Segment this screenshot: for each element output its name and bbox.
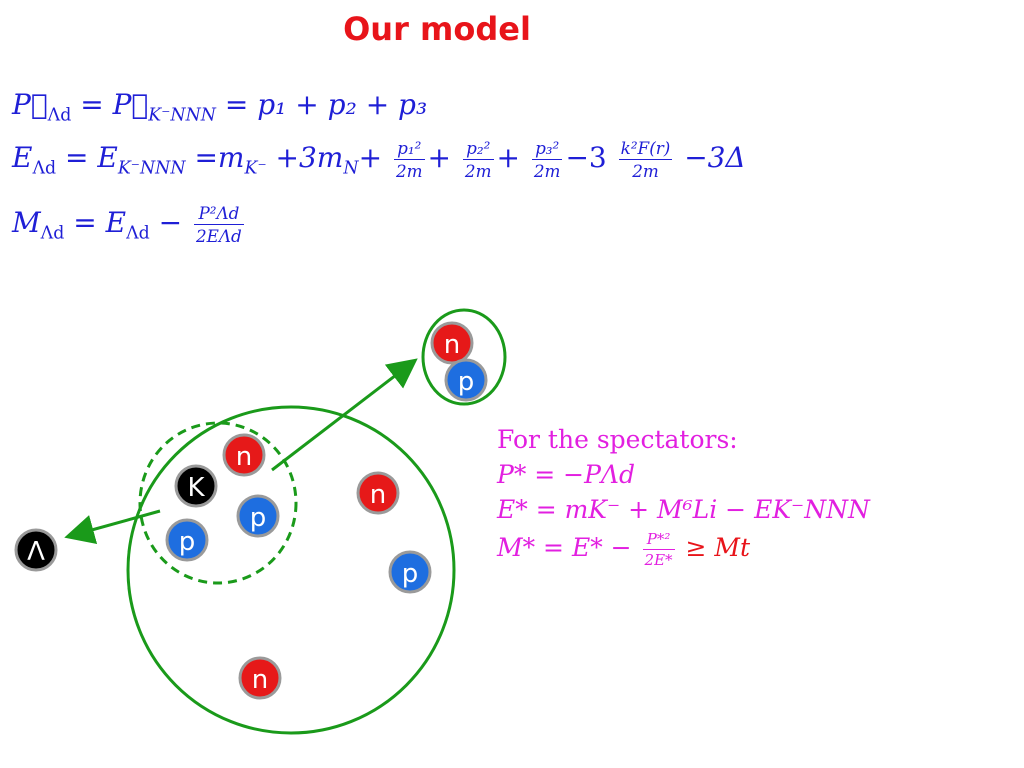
spectators-line-1: P* = −PΛd <box>497 460 635 489</box>
slide-title: Our model <box>343 10 531 48</box>
proton-1: p <box>236 494 280 538</box>
energy-frac-fermi: k²F(r)2m <box>618 138 673 181</box>
lambda-arrow <box>64 509 161 545</box>
escaping-neutron: n <box>430 321 474 365</box>
svg-text:K: K <box>187 473 205 503</box>
momentum-lhs: P⃗Λd <box>12 88 72 126</box>
spectators-heading: For the spectators: <box>497 425 738 454</box>
svg-text:n: n <box>252 665 268 695</box>
svg-text:p: p <box>179 527 196 557</box>
spectator-equations: For the spectators: P* = −PΛd E* = mK⁻ +… <box>497 425 870 569</box>
svg-text:n: n <box>444 330 460 360</box>
spectators-line-2: E* = mK⁻ + M⁶Li − EK⁻NNN <box>497 495 870 524</box>
escaping-proton: p <box>444 358 488 402</box>
svg-text:p: p <box>250 503 267 533</box>
nucleus-circle <box>126 405 456 735</box>
svg-text:n: n <box>236 442 252 472</box>
svg-text:n: n <box>370 480 386 510</box>
svg-text:p: p <box>458 367 475 397</box>
lambda-particle: Λ <box>14 528 58 572</box>
cluster-ellipse <box>138 421 298 585</box>
nucleus-diagram: n K p p n p n n p Λ <box>14 308 507 735</box>
neutron-3: n <box>238 656 282 700</box>
deuteron-arrow <box>271 358 418 472</box>
svg-text:Λ: Λ <box>27 537 45 567</box>
kaon: K <box>174 464 218 508</box>
neutron-1: n <box>222 433 266 477</box>
neutron-2: n <box>356 471 400 515</box>
momentum-rhs: p₁ + p₂ + p₃ <box>257 88 428 121</box>
momentum-mid: P⃗K⁻NNN <box>112 88 216 126</box>
proton-2: p <box>165 518 209 562</box>
deuteron-ellipse <box>421 308 507 406</box>
svg-text:p: p <box>402 559 419 589</box>
momentum-equation: P⃗Λd = P⃗K⁻NNN = p₁ + p₂ + p₃ <box>12 88 428 126</box>
proton-3: p <box>388 550 432 594</box>
